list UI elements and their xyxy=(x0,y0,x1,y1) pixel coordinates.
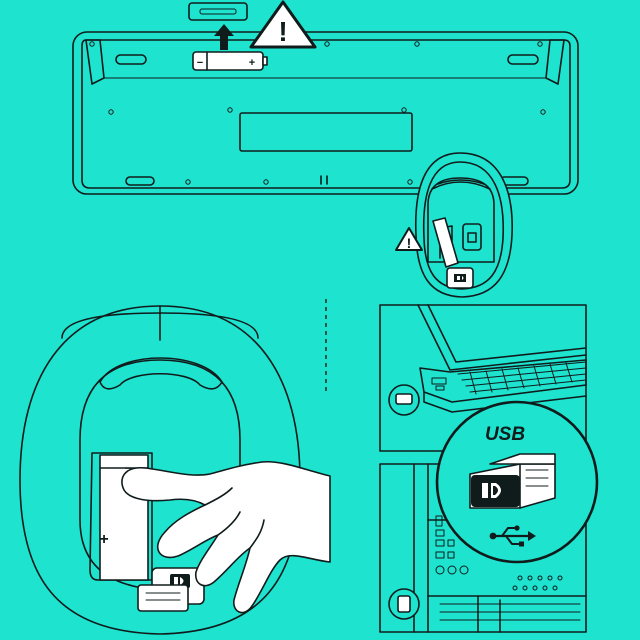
keyboard-label-plate xyxy=(239,112,413,152)
battery-plus-label: + xyxy=(249,57,255,69)
usb-label: USB xyxy=(485,424,525,445)
keyboard-screws xyxy=(89,41,546,185)
desktop-ports xyxy=(435,515,469,575)
warning-icon xyxy=(395,227,423,251)
mouse-underside-small: ! xyxy=(395,152,513,298)
usb-receiver-icon xyxy=(469,453,556,509)
battery-minus-label: − xyxy=(197,57,203,69)
mouse-battery-small xyxy=(432,217,459,268)
usb-callout: USB xyxy=(435,400,599,564)
warning-mark-small: ! xyxy=(407,235,412,251)
warning-icon: ! xyxy=(249,0,317,49)
keyboard-foot xyxy=(125,176,155,186)
keyboard-battery: − + xyxy=(192,51,268,71)
keyboard-foot xyxy=(507,54,539,65)
arrow-up-icon xyxy=(214,24,234,50)
mouse-underside-large: − + xyxy=(19,305,331,635)
battery-plus-label-mouse: + xyxy=(99,531,108,548)
keyboard-underside: − + ! xyxy=(72,0,579,195)
receiver-large xyxy=(137,567,205,612)
usb-symbol-icon xyxy=(489,525,536,547)
warning-mark: ! xyxy=(278,16,287,47)
keyboard-foot xyxy=(115,54,147,65)
laptop-keyboard xyxy=(457,361,587,395)
desktop-vents xyxy=(512,575,563,591)
hand xyxy=(121,460,331,614)
battery-minus-label-mouse: − xyxy=(124,461,131,475)
battery-cover xyxy=(188,2,248,21)
